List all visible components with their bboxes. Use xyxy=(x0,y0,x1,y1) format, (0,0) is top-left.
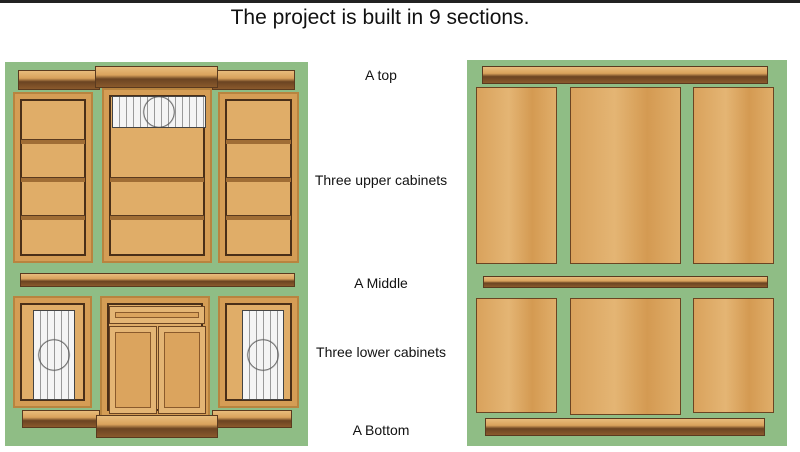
middle-molding xyxy=(20,273,295,287)
shelf xyxy=(21,215,85,220)
leaded-glass xyxy=(112,96,206,128)
shelf xyxy=(226,177,291,182)
cabinet-door xyxy=(109,326,157,414)
shelf xyxy=(110,177,204,182)
leaded-glass xyxy=(242,310,284,400)
label-bottom: A Bottom xyxy=(352,422,410,438)
upper-cabinet-left xyxy=(476,87,557,264)
label-upper: Three upper cabinets xyxy=(314,172,448,188)
lower-cabinet-right xyxy=(218,296,299,408)
leaded-glass xyxy=(33,310,75,400)
cabinet-door xyxy=(158,326,206,414)
upper-cabinet-right xyxy=(693,87,774,264)
top-molding-left xyxy=(18,70,100,90)
upper-cabinet-left xyxy=(13,92,93,263)
upper-cabinet-center xyxy=(102,88,212,263)
top-border xyxy=(0,0,800,3)
label-middle: A Middle xyxy=(354,275,408,291)
shelf xyxy=(226,215,291,220)
slide-title: The project is built in 9 sections. xyxy=(230,6,530,29)
lower-cabinet-right xyxy=(693,298,774,413)
lower-cabinet-left xyxy=(13,296,92,408)
middle-molding xyxy=(483,276,768,288)
shelf xyxy=(226,139,291,144)
upper-cabinet-center xyxy=(570,87,681,264)
label-top: A top xyxy=(365,67,397,83)
top-molding-right xyxy=(212,70,295,90)
shelf xyxy=(21,177,85,182)
lower-cabinet-center xyxy=(100,296,210,418)
top-molding xyxy=(482,66,768,84)
shelf xyxy=(21,139,85,144)
label-lower: Three lower cabinets xyxy=(316,344,446,360)
upper-cabinet-right xyxy=(218,92,299,263)
bottom-molding-left xyxy=(22,410,100,428)
shelf xyxy=(110,215,204,220)
drawer xyxy=(109,306,205,324)
bottom-molding-center xyxy=(96,415,218,438)
bottom-molding-right xyxy=(212,410,292,428)
top-molding-center xyxy=(95,66,218,88)
lower-cabinet-left xyxy=(476,298,557,413)
lower-cabinet-center xyxy=(570,298,681,415)
bottom-molding xyxy=(485,418,765,436)
